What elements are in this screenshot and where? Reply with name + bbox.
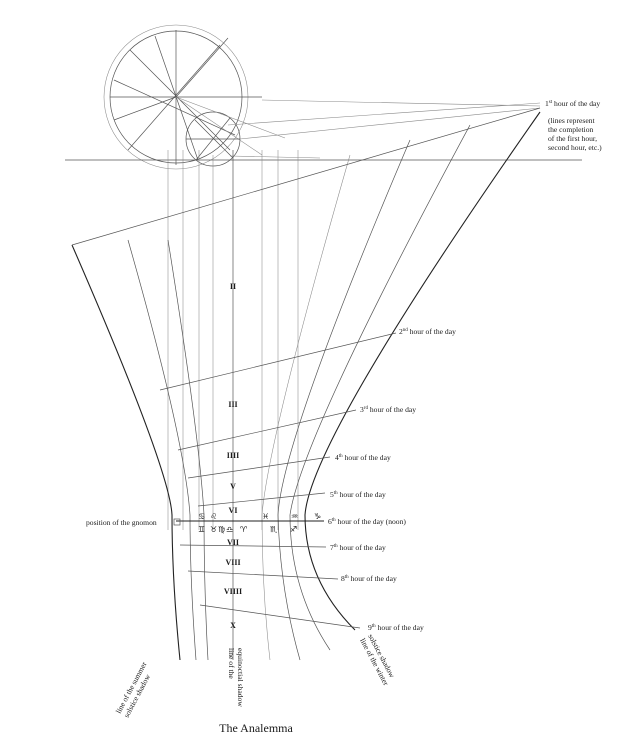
hour-label-2: 2nd hour of the day [399, 327, 456, 336]
sign-aquarius: ♒ [291, 512, 298, 521]
small-circle-diag-2 [195, 117, 231, 161]
left-curve-3 [167, 239, 209, 661]
hour-line-2 [159, 332, 397, 391]
projection-1 [227, 102, 541, 126]
numeral-III: III [228, 400, 237, 409]
hour-line-8 [187, 570, 339, 580]
hour-label-3: 3rd hour of the day [360, 405, 416, 414]
hour-label-4: 4th hour of the day [335, 453, 391, 462]
note-line-1: (lines represent [548, 116, 595, 125]
sign-gemini: ♊ [198, 525, 205, 534]
hour-label-6: 6th hour of the day (noon) [328, 517, 406, 526]
numeral-VII: VII [227, 538, 239, 547]
hour-label-1: 1st hour of the day [545, 99, 600, 108]
hour-line-9 [199, 604, 361, 629]
sign-aries: ♈ [240, 525, 247, 534]
diagonal-line-3 [113, 79, 236, 136]
gnomon-marker [173, 518, 181, 526]
right-curve-3 [277, 139, 411, 661]
equinoctial-label: line of the equinoctial shadow [227, 648, 245, 707]
gnomon-label: position of the gnomon [86, 518, 157, 527]
hour-label-9: 9th hour of the day [368, 623, 424, 632]
radius-line-3 [175, 96, 263, 156]
numeral-VIII: VIII [225, 558, 240, 567]
radius-line-4 [175, 96, 286, 139]
hour-label-5: 5th hour of the day [330, 490, 386, 499]
right-curve-4 [261, 154, 351, 661]
diagonal-line-4 [154, 35, 199, 161]
hour-label-8: 8th hour of the day [341, 574, 397, 583]
projection-4 [261, 99, 541, 107]
hour-line-4 [187, 456, 331, 479]
small-circle-diag-1 [194, 119, 234, 159]
note-line-4: second hour, etc.) [548, 143, 602, 152]
sign-scorpio: ♏ [270, 525, 278, 534]
vertical-guides [167, 150, 299, 660]
figure-caption: The Analemma [219, 721, 293, 735]
projection-2 [239, 107, 541, 140]
radius-line-2 [175, 37, 229, 98]
note-line-3: of the first hour, [548, 134, 597, 143]
outer-right-curve [304, 111, 541, 631]
sign-pisces: ♓ [262, 512, 269, 521]
axis-numerals: II III IIII V VI VII VIII VIIII X [224, 282, 242, 630]
numeral-II: II [230, 282, 236, 291]
sign-leo: ♌ [210, 512, 217, 521]
outer-left-curve [71, 244, 181, 661]
sign-libra: ♎ [226, 525, 233, 534]
numeral-VI: VI [229, 506, 238, 515]
zodiac-signs: ♋ ♌ ♓ ♒ ♑ ♊ ♉ ♍ ♈ ♏ ♐ ♎ [198, 512, 321, 534]
sign-taurus: ♉ [210, 525, 217, 534]
hour-line-5 [197, 492, 326, 507]
note-line-2: the completion [548, 125, 594, 134]
winter-solstice-label: line of the winter solstice shadow [358, 632, 399, 688]
hour-lines [71, 107, 541, 629]
solstice-curves [71, 111, 541, 661]
right-curve-2 [289, 124, 471, 651]
numeral-X: X [230, 621, 236, 630]
hour-line-3 [177, 409, 357, 451]
numeral-VIIII: VIIII [224, 587, 242, 596]
hour-labels: 1st hour of the day (lines represent the… [328, 99, 602, 632]
sign-capricorn: ♑ [314, 512, 321, 521]
hour-line-1 [71, 107, 541, 246]
numeral-IIII: IIII [227, 451, 239, 460]
construction-circles [103, 24, 286, 170]
left-curve-2 [127, 239, 197, 661]
sign-cancer: ♋ [198, 512, 205, 521]
projection-3 [229, 155, 321, 159]
radius-line-1 [113, 96, 177, 121]
sign-sagittarius: ♐ [290, 525, 297, 534]
projection-lines [227, 99, 541, 159]
hour-line-7 [179, 544, 327, 548]
sign-virgo: ♍ [218, 525, 225, 534]
hour-label-7: 7th hour of the day [330, 543, 386, 552]
summer-solstice-label: line of the summer solstice shadow [114, 659, 158, 720]
numeral-V: V [230, 482, 236, 491]
